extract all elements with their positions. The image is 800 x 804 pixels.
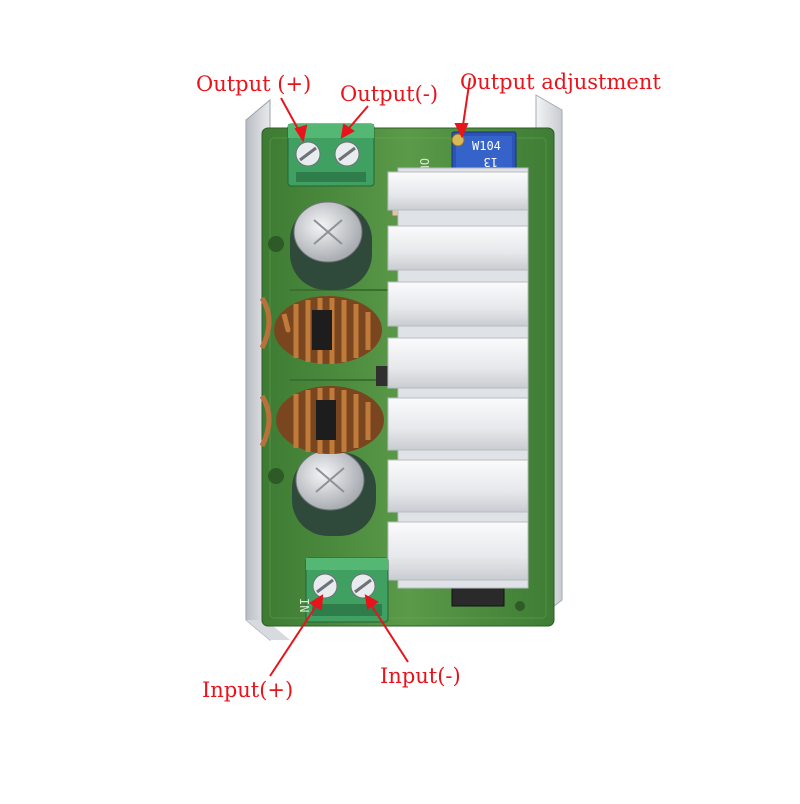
arrowhead-output-adjustment (454, 123, 469, 139)
label-input-negative: Input(-) (380, 664, 461, 688)
pot-marking-top: W104 (472, 139, 501, 153)
input-capacitor (292, 449, 376, 536)
inductor-coil-lower (276, 386, 384, 454)
arrowhead-output-neg (340, 123, 355, 139)
output-capacitor (290, 201, 372, 290)
arrow-input-neg (367, 599, 409, 663)
arrowhead-input-pos (309, 594, 324, 611)
label-input-positive: Input(+) (202, 678, 294, 702)
label-output-adjustment: Output adjustment (460, 70, 661, 94)
arrowhead-output-pos (294, 124, 308, 143)
pot-marking-bottom: 13 (484, 155, 498, 169)
inductor-coil-upper (274, 296, 382, 364)
label-output-positive: Output (+) (196, 72, 312, 96)
label-output-negative: Output(-) (340, 82, 439, 106)
callout-arrows (269, 77, 471, 677)
arrow-input-pos (269, 599, 321, 677)
silk-in-label: IN (297, 598, 311, 612)
aluminium-heatsink (387, 167, 529, 589)
adjustment-potentiometer[interactable]: W104 13 (451, 131, 517, 177)
arrowhead-input-neg (364, 594, 379, 610)
external-coil-edge (259, 296, 272, 448)
input-terminal-block (305, 557, 389, 623)
output-terminal-block (287, 123, 375, 187)
